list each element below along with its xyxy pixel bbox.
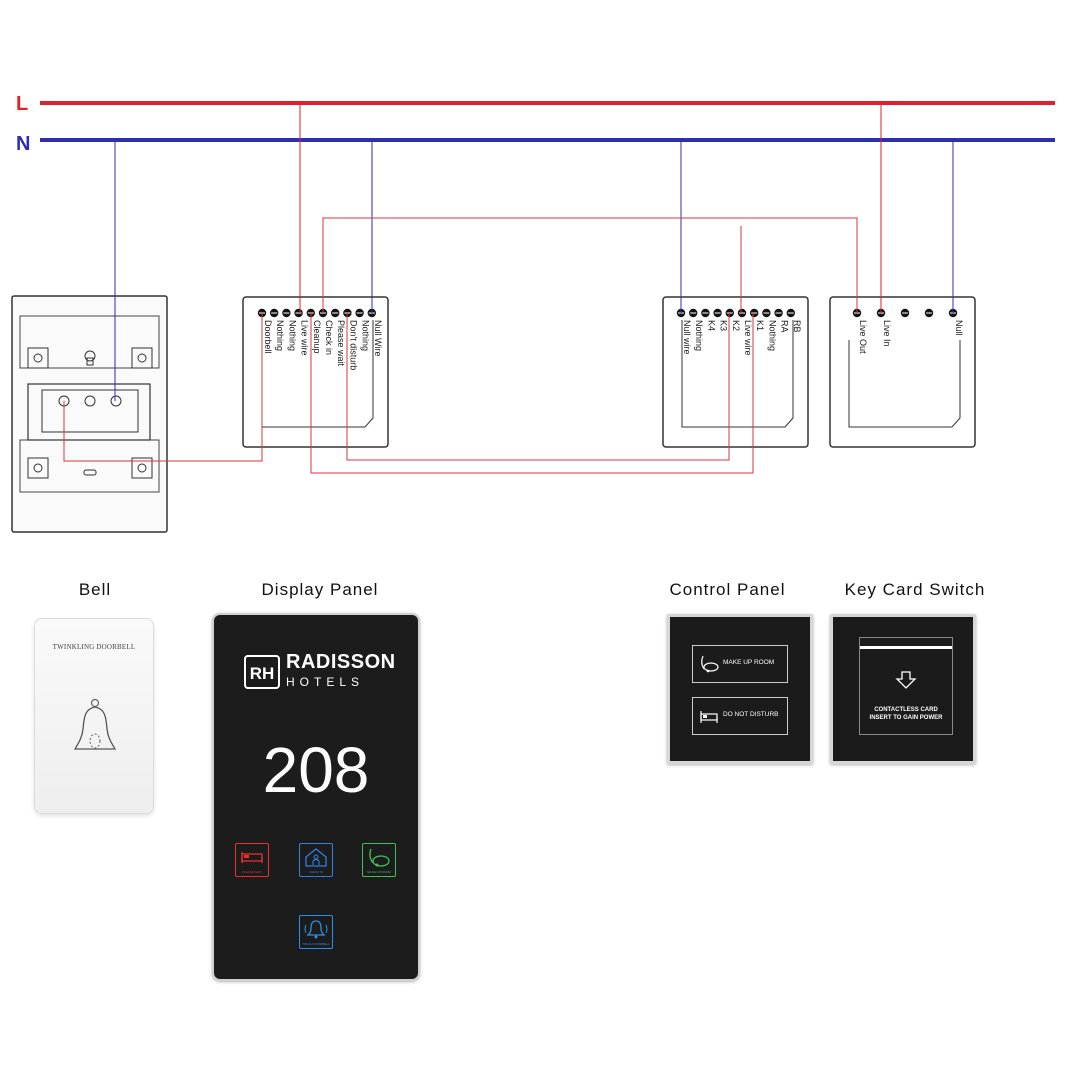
- terminal-label: Null: [954, 320, 964, 336]
- terminal-label: Nothing: [287, 320, 297, 351]
- key-card-switch-title: Key Card Switch: [844, 580, 986, 599]
- key-card-module: [829, 296, 976, 448]
- make-up-room-label: MAKE UP ROOM: [723, 659, 775, 666]
- terminal-label: Please wait: [336, 320, 346, 367]
- terminal-label: Check in: [324, 320, 334, 355]
- house-person-icon: [305, 848, 327, 867]
- do-not-disturb-label: DO NOT DISTURB: [723, 711, 779, 718]
- control-panel-title: Control Panel: [669, 580, 786, 599]
- terminal-label: K4: [706, 320, 716, 331]
- bed-icon: [241, 852, 263, 863]
- check-in-button[interactable]: CHECK IN: [299, 843, 333, 877]
- terminal-label: Doorbell: [263, 320, 273, 354]
- key-card-switch-device: CONTACTLESS CARD INSERT TO GAIN POWER: [830, 614, 976, 764]
- doorbell-wire: [63, 313, 263, 462]
- key-card-line1: CONTACTLESS CARD: [874, 707, 938, 713]
- room-number: 208: [262, 734, 370, 806]
- terminal-label: Null wire: [682, 320, 692, 355]
- terminal-label: Live Out: [858, 320, 868, 354]
- terminal-label: Nothing: [694, 320, 704, 351]
- live-rail-letter: L: [16, 93, 28, 115]
- terminal-label: Null Wire: [373, 320, 383, 357]
- brand-logo: RH RADISSON HOTELS: [244, 651, 404, 691]
- key-card-line2: INSERT TO GAIN POWER: [869, 715, 943, 721]
- bell-title: Bell: [78, 580, 112, 599]
- please-wait-label: PLEASE WAIT: [242, 870, 262, 874]
- terminal-label: Live wire: [300, 320, 310, 356]
- key-card-instructions: CONTACTLESS CARD INSERT TO GAIN POWER: [860, 706, 952, 722]
- bell-icon: [304, 920, 328, 939]
- terminal-label: Cleanup: [312, 320, 322, 354]
- rh-logo-mark: RH: [244, 655, 280, 689]
- display-panel-title: Display Panel: [261, 580, 379, 599]
- check-in-label: CHECK IN: [308, 870, 324, 874]
- terminal-label: Live In: [882, 320, 892, 347]
- bed-icon: [700, 711, 718, 723]
- terminal-label: K1: [755, 320, 765, 331]
- terminal-label: RB: [792, 320, 802, 333]
- arrow-down-icon: [895, 671, 917, 689]
- checkin-wire: [310, 313, 754, 474]
- bell-icon: [73, 698, 117, 750]
- keycard-liveout-wire: [322, 217, 858, 313]
- display-panel-device: RH RADISSON HOTELS 208 PLEASE WAIT CHECK…: [212, 613, 420, 981]
- terminal-label: Live wire: [743, 320, 753, 356]
- terminal-label: RA: [780, 320, 790, 333]
- terminal-label: Nothing: [275, 320, 285, 351]
- terminal-label: K2: [731, 320, 741, 331]
- dnd-wire: [346, 313, 730, 461]
- terminal-label: K3: [719, 320, 729, 331]
- control-panel-module: [662, 296, 809, 448]
- terminal-label: Don't disturb: [348, 320, 358, 370]
- svg-text:RH: RH: [250, 664, 275, 683]
- touch-doorbell-button[interactable]: TOUCH DOORBELL: [299, 915, 333, 949]
- control-panel-device: MAKE UP ROOM DO NOT DISTURB: [667, 614, 813, 764]
- make-up-room-label: MAKE UP ROOM: [367, 870, 391, 874]
- make-up-room-button[interactable]: MAKE UP ROOM: [362, 843, 396, 877]
- display-panel-module: [242, 296, 389, 448]
- brand-line1: RADISSON: [286, 651, 396, 673]
- make-up-room-button[interactable]: MAKE UP ROOM: [692, 645, 788, 683]
- vacuum-icon: [701, 655, 719, 673]
- vacuum-icon: [369, 848, 390, 867]
- brand-line2: HOTELS: [286, 675, 365, 689]
- card-slot-line: [860, 646, 952, 649]
- terminal-label: Nothing: [767, 320, 777, 351]
- terminal-label: Nothing: [361, 320, 371, 351]
- null-rail-letter: N: [16, 133, 30, 155]
- do-not-disturb-button[interactable]: DO NOT DISTURB: [692, 697, 788, 735]
- doorbell-device[interactable]: TWINKLING DOORBELL: [34, 618, 154, 814]
- card-slot[interactable]: CONTACTLESS CARD INSERT TO GAIN POWER: [859, 637, 953, 735]
- bell-base-unit: [11, 295, 168, 533]
- bell-brand-text: TWINKLING DOORBELL: [52, 643, 136, 651]
- touch-doorbell-label: TOUCH DOORBELL: [302, 942, 330, 946]
- please-wait-button[interactable]: PLEASE WAIT: [235, 843, 269, 877]
